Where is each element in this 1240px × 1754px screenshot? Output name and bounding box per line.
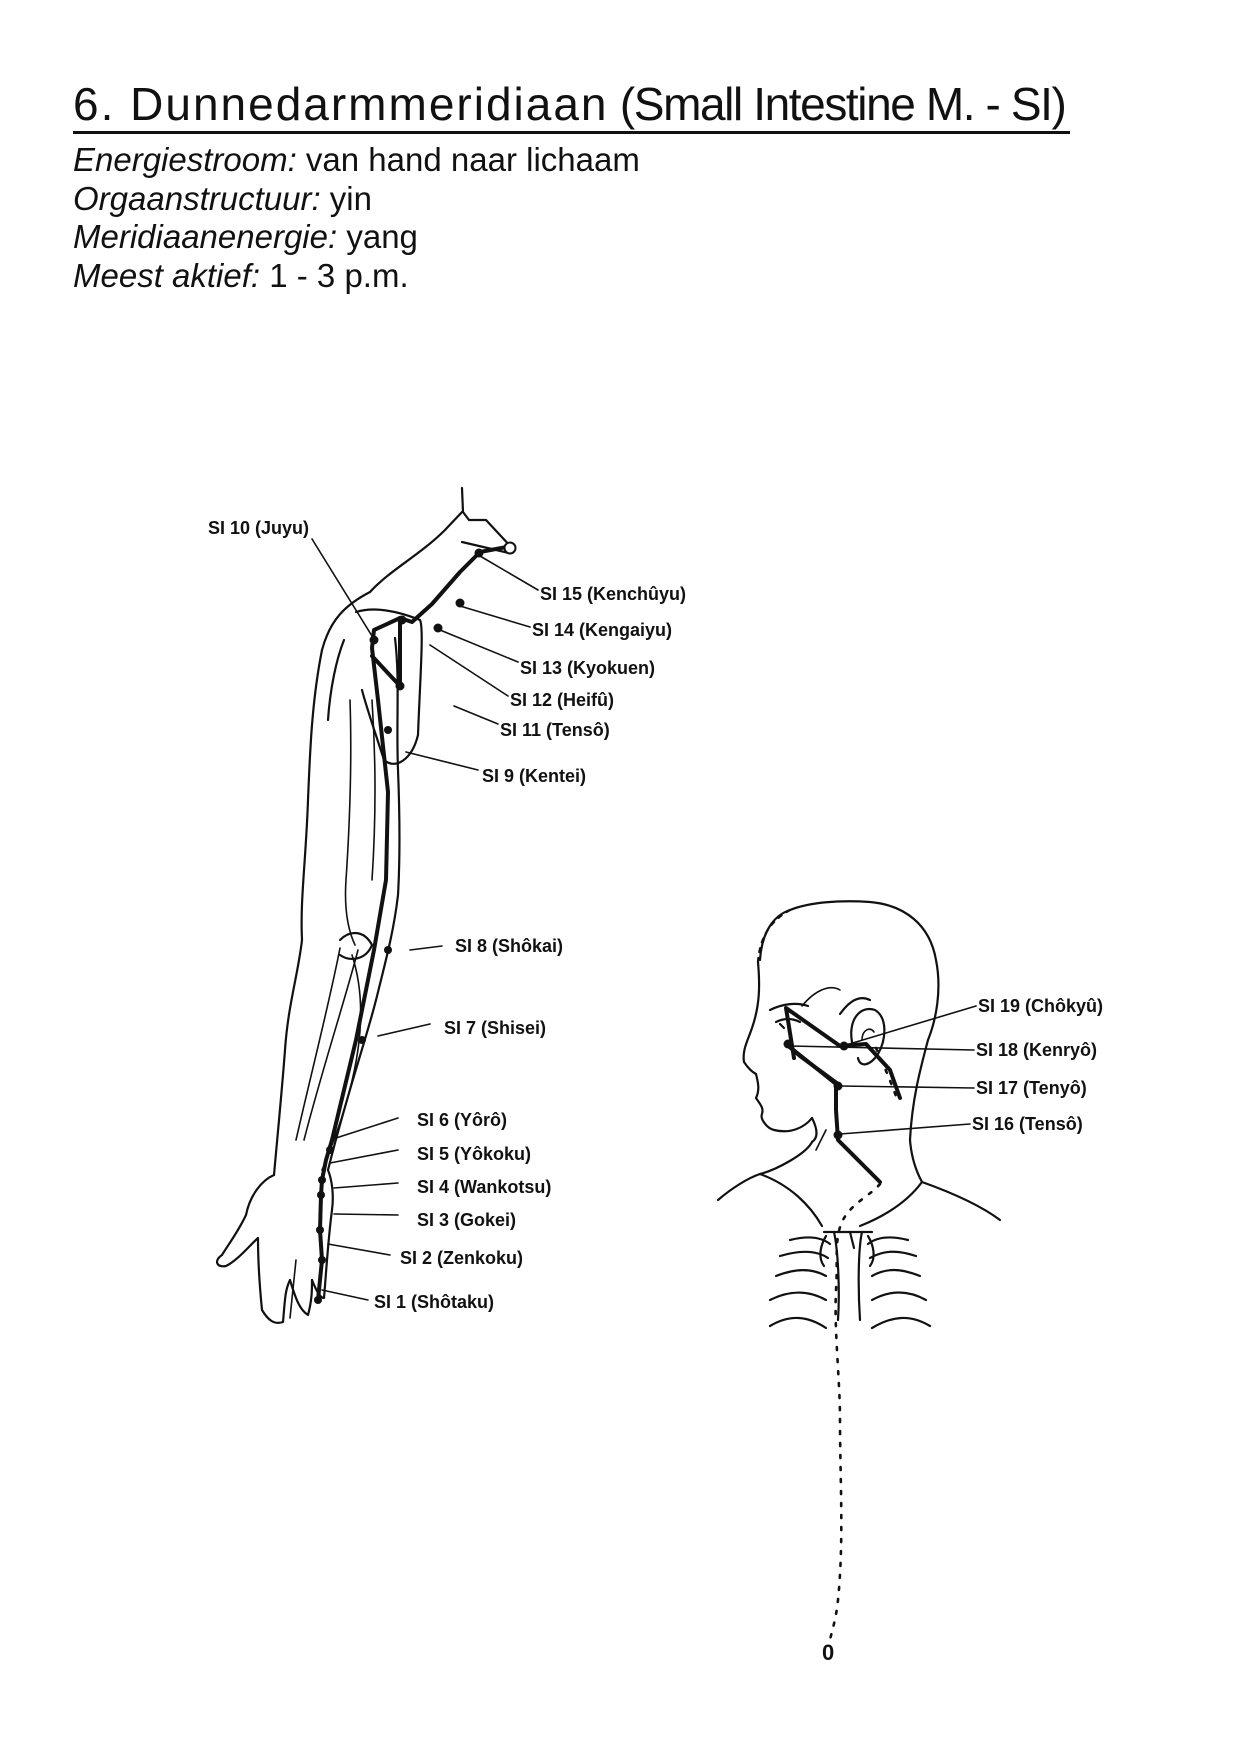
property-most-active: Meest aktief: 1 - 3 p.m. <box>73 257 640 296</box>
title-meridian-name: 6. Dunnedarmmeridiaan <box>73 78 609 130</box>
si10-dot <box>369 635 379 645</box>
label-si10: SI 10 (Juyu) <box>208 518 309 538</box>
arm-illustration <box>216 486 514 1324</box>
label-si3: SI 3 (Gokei) <box>417 1210 516 1230</box>
meridian-line-arm <box>316 544 514 1302</box>
property-energy-flow: Energiestroom: van hand naar lichaam <box>73 141 640 180</box>
label-si12: SI 12 (Heifû) <box>510 690 614 710</box>
label-si13: SI 13 (Kyokuen) <box>520 658 655 678</box>
property-value: 1 - 3 p.m. <box>260 256 409 294</box>
si16-dot <box>833 1130 843 1140</box>
si4-dot <box>317 1191 325 1199</box>
head-illustration <box>716 900 1002 1228</box>
si19-dot <box>839 1041 849 1051</box>
si17-dot <box>833 1081 843 1091</box>
leader-lines-head <box>789 1005 977 1135</box>
si1-dot <box>314 1296 322 1304</box>
label-si7: SI 7 (Shisei) <box>444 1018 546 1038</box>
meridian-points-arm <box>314 541 517 1304</box>
property-value: yin <box>320 179 372 217</box>
si9-dot <box>384 726 392 734</box>
label-si19: SI 19 (Chôkyû) <box>978 996 1103 1016</box>
label-si2: SI 2 (Zenkoku) <box>400 1248 523 1268</box>
leader-lines-arm <box>311 538 539 1301</box>
page-title: 6. Dunnedarmmeridiaan (Small Intestine M… <box>73 78 1067 130</box>
si14-dot <box>455 598 465 608</box>
label-si6: SI 6 (Yôrô) <box>417 1110 507 1130</box>
property-label: Orgaanstructuur: <box>73 179 321 217</box>
label-si5: SI 5 (Yôkoku) <box>417 1144 531 1164</box>
si3-dot <box>316 1226 324 1234</box>
si5-dot <box>318 1176 326 1184</box>
label-si4: SI 4 (Wankotsu) <box>417 1177 551 1197</box>
si11-dot <box>395 681 405 691</box>
label-si8: SI 8 (Shôkai) <box>455 936 563 956</box>
meridian-properties: Energiestroom: van hand naar lichaam Org… <box>73 141 640 295</box>
si7-dot <box>358 1036 366 1044</box>
label-si18: SI 18 (Kenryô) <box>976 1040 1097 1060</box>
title-english-name: (Small Intestine M. - SI) <box>608 78 1067 130</box>
label-si17: SI 17 (Tenyô) <box>976 1078 1087 1098</box>
si2-dot <box>318 1256 326 1264</box>
property-label: Meest aktief: <box>73 256 261 294</box>
internal-pathway <box>828 1182 882 1642</box>
label-si11: SI 11 (Tensô) <box>500 720 610 740</box>
point-labels-arm: SI 10 (Juyu) SI 15 (Kenchûyu) SI 14 (Ken… <box>208 518 686 1312</box>
si6-dot <box>326 1146 334 1154</box>
si18-dot <box>783 1039 793 1049</box>
label-si14: SI 14 (Kengaiyu) <box>532 620 672 640</box>
label-si9: SI 9 (Kentei) <box>482 766 586 786</box>
point-labels-head: SI 19 (Chôkyû) SI 18 (Kenryô) SI 17 (Ten… <box>972 996 1103 1134</box>
property-meridian-energy: Meridiaanenergie: yang <box>73 218 640 257</box>
label-si15: SI 15 (Kenchûyu) <box>540 584 686 604</box>
footer-mark: 0 <box>822 1640 834 1665</box>
si8-dot <box>384 946 392 954</box>
ribcage-illustration <box>768 1230 932 1330</box>
property-value: van hand naar lichaam <box>296 141 640 178</box>
meridian-line-head <box>784 1006 902 1184</box>
property-value: yang <box>337 218 418 255</box>
shoulder-circle <box>503 541 517 555</box>
label-si16: SI 16 (Tensô) <box>972 1114 1083 1134</box>
property-organ-structure: Orgaanstructuur: yin <box>73 180 640 219</box>
label-si1: SI 1 (Shôtaku) <box>374 1292 494 1312</box>
property-label: Meridiaanenergie: <box>73 218 338 255</box>
si15-dot <box>474 548 484 558</box>
title-underline <box>73 131 1070 134</box>
property-label: Energiestroom: <box>73 141 297 178</box>
si12-dot <box>397 615 407 625</box>
